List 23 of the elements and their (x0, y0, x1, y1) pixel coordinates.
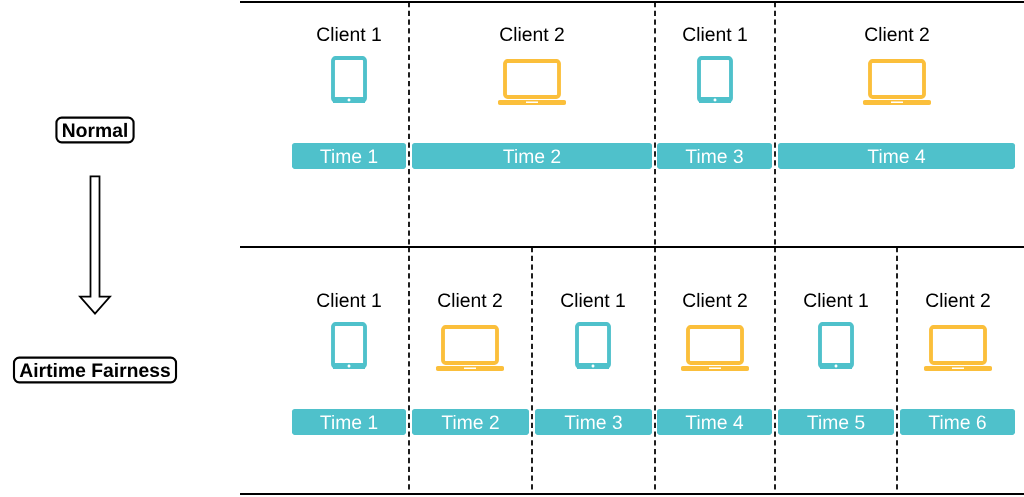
block-arrow (78, 175, 112, 315)
time-bar: Time 3 (535, 409, 652, 435)
client-label: Client 2 (438, 292, 502, 308)
time-bar: Time 4 (778, 143, 1015, 169)
state-box: Airtime Fairness (12, 356, 178, 384)
client-label: Client 1 (804, 292, 868, 308)
time-bar: Time 2 (412, 143, 652, 169)
client-label: Client 2 (683, 292, 747, 308)
time-bar: Time 6 (900, 409, 1015, 435)
client-label: Client 1 (317, 26, 381, 42)
time-bar: Time 1 (292, 409, 406, 435)
time-bar: Time 3 (657, 143, 772, 169)
client-label: Client 2 (865, 26, 929, 42)
state-box: Normal (55, 116, 135, 144)
client-label: Client 2 (500, 26, 564, 42)
time-bar: Time 4 (657, 409, 772, 435)
time-bar: Time 5 (778, 409, 894, 435)
client-label: Client 1 (317, 292, 381, 308)
client-label: Client 2 (926, 292, 990, 308)
client-label: Client 1 (683, 26, 747, 42)
time-bar: Time 2 (412, 409, 529, 435)
time-bar: Time 1 (292, 143, 406, 169)
client-label: Client 1 (561, 292, 625, 308)
